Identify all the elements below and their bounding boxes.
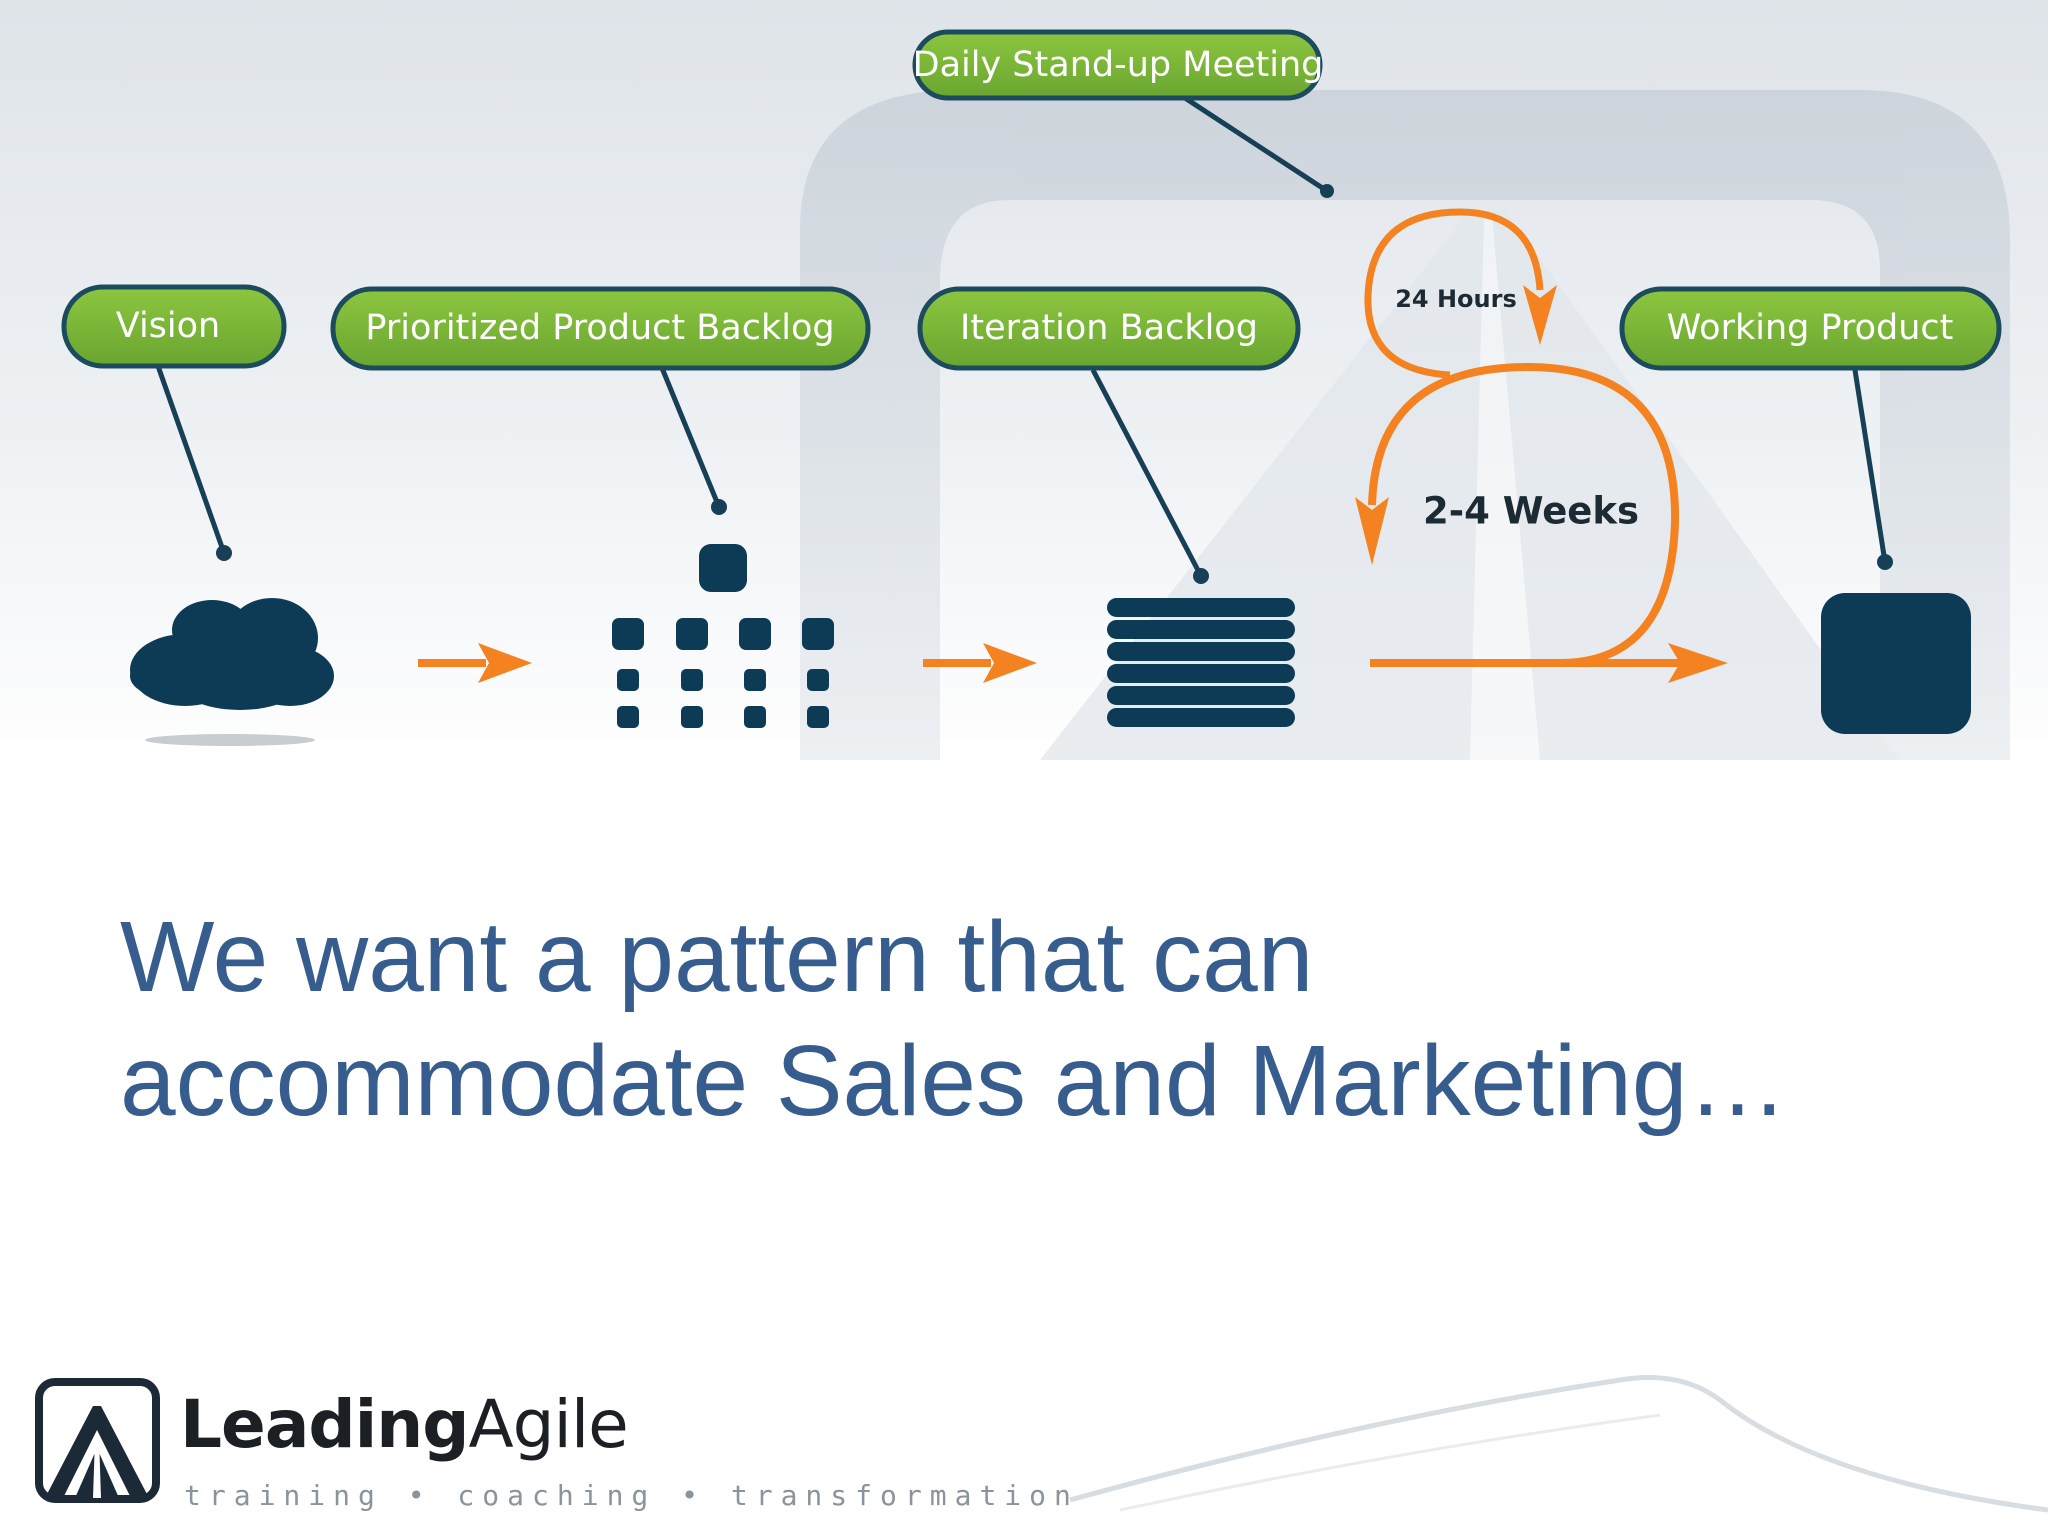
daily-standup-connector — [1183, 95, 1329, 194]
iteration-cycle-label: 2-4 Weeks — [1423, 490, 1639, 533]
flow-arrow-backlog-to-iteration — [923, 643, 1037, 683]
iteration-backlog-pill — [917, 286, 1301, 371]
working-product-connector-dot — [1877, 554, 1893, 570]
product-backlog-pill — [330, 286, 871, 371]
daily-cycle-label: 24 Hours — [1395, 285, 1517, 313]
working-product-connector — [1852, 369, 1888, 563]
iteration-cycle-arrow — [1355, 362, 1728, 683]
iteration-backlog-connector — [1090, 368, 1204, 578]
vision-callout: Vision — [61, 284, 287, 561]
logo-name-light: Agile — [468, 1386, 628, 1463]
leadingagile-logo-mark — [35, 1378, 160, 1503]
daily-standup-callout: Daily Stand-up Meeting — [912, 29, 1334, 198]
road-center-line — [1470, 215, 1540, 760]
logo-name-bold: Leading — [180, 1386, 469, 1463]
footer-swoosh-decoration — [1069, 1375, 2048, 1513]
iteration-backlog-label: Iteration Backlog — [960, 308, 1258, 348]
cloud-shadow — [145, 734, 315, 746]
daily-standup-pill — [912, 29, 1323, 101]
vision-pill — [61, 284, 287, 369]
vision-connector-dot — [216, 545, 232, 561]
product-backlog-label: Prioritized Product Backlog — [365, 308, 834, 348]
iteration-backlog-callout: Iteration Backlog — [917, 286, 1301, 584]
iteration-backlog-icon — [1107, 598, 1295, 727]
daily-cycle-arrowhead — [1523, 285, 1557, 345]
backlog-top-item — [699, 544, 747, 592]
iteration-out-arrowhead — [1668, 643, 1728, 683]
daily-standup-connector-dot — [1320, 184, 1334, 198]
leadingagile-logo: LeadingAgile training • coaching • trans… — [30, 1378, 1071, 1528]
flow-arrow-vision-to-backlog — [418, 643, 532, 683]
working-product-pill — [1619, 286, 2002, 371]
product-backlog-connector — [659, 367, 722, 508]
leadingagile-wordmark: LeadingAgile — [180, 1380, 629, 1470]
headline-line-1: We want a pattern that can — [120, 901, 1314, 1013]
product-backlog-callout: Prioritized Product Backlog — [330, 286, 871, 515]
working-product-icon — [1821, 593, 1971, 734]
working-product-callout: Working Product — [1619, 286, 2002, 570]
product-backlog-icon — [612, 544, 834, 728]
vision-connector — [155, 365, 227, 554]
daily-cycle-arrow — [1364, 208, 1557, 379]
iteration-cycle-arrowhead — [1355, 497, 1389, 565]
vision-cloud-icon — [130, 598, 334, 746]
vision-label: Vision — [116, 306, 220, 346]
daily-standup-label: Daily Stand-up Meeting — [913, 45, 1324, 85]
product-backlog-connector-dot — [711, 499, 727, 515]
working-product-label: Working Product — [1667, 308, 1954, 348]
iteration-backlog-connector-dot — [1193, 568, 1209, 584]
slide-headline: We want a pattern that can accommodate S… — [120, 895, 1980, 1143]
headline-line-2: accommodate Sales and Marketing… — [120, 1025, 1788, 1137]
leadingagile-tagline: training • coaching • transformation — [184, 1479, 1079, 1512]
